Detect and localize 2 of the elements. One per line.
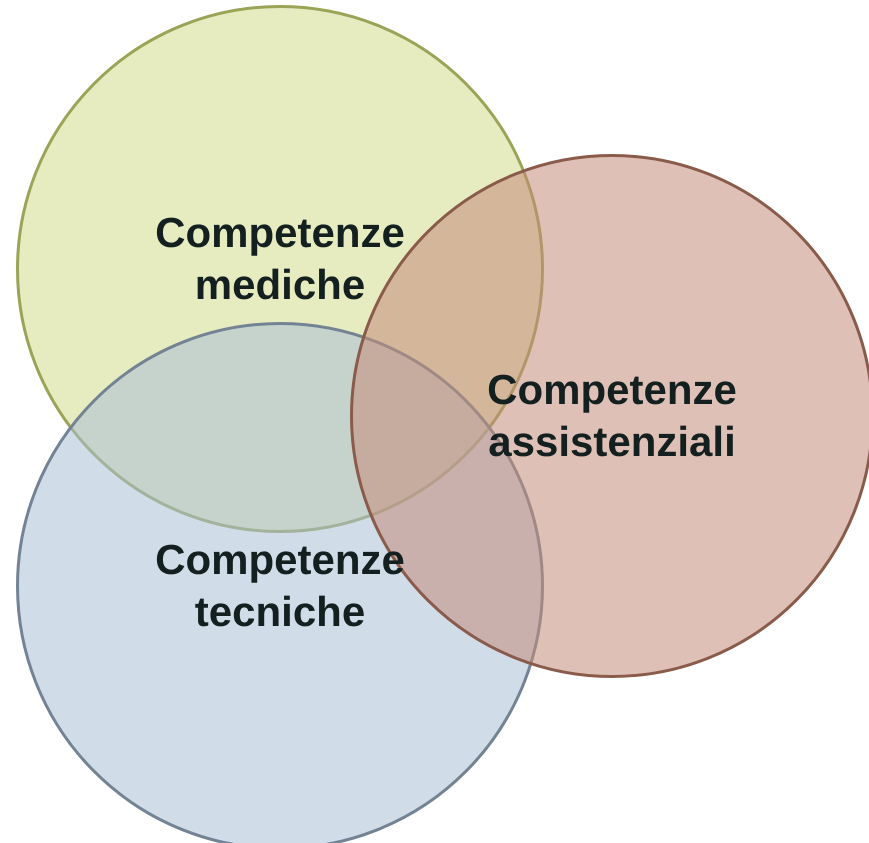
circle-label: Competenze assistenziali [486,365,738,467]
circle-label: Competenze mediche [154,208,406,310]
